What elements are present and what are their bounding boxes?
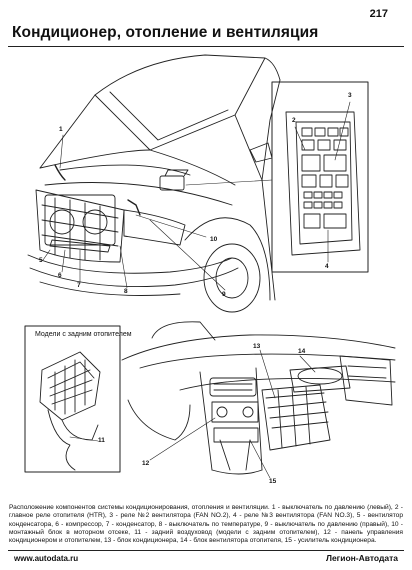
dashboard-illustration [121,321,396,475]
relay-box-inset [271,81,369,273]
rear-heater-inset [24,325,121,473]
callout-4: 4 [325,263,329,270]
callout-10: 10 [210,236,218,243]
vehicle-front-illustration [27,54,281,313]
legend-caption: Расположение компонентов системы кондици… [9,504,403,545]
callout-13: 13 [253,343,261,350]
callout-1: 1 [59,126,63,133]
upper-leader-lines [42,101,351,291]
callout-7: 7 [77,282,81,289]
callout-3: 3 [348,92,352,99]
title-divider [8,46,404,47]
callout-14: 14 [298,348,306,355]
footer-publisher: Легион-Автодата [325,553,398,563]
callout-8: 8 [124,288,128,295]
footer-divider [8,550,404,551]
callout-9: 9 [222,291,226,298]
page-title: Кондиционер, отопление и вентиляция [12,24,319,41]
callout-6: 6 [58,272,62,279]
footer-url[interactable]: www.autodata.ru [14,554,79,563]
callout-15: 15 [269,478,277,485]
callout-2: 2 [292,117,296,124]
lower-leader-lines [149,349,316,479]
inset-caption-rear-heater: Модели с задним отопителем [35,331,132,338]
callout-5: 5 [39,257,43,264]
page-number: 217 [369,8,388,20]
callout-11: 11 [98,437,105,444]
callout-12: 12 [142,460,150,467]
